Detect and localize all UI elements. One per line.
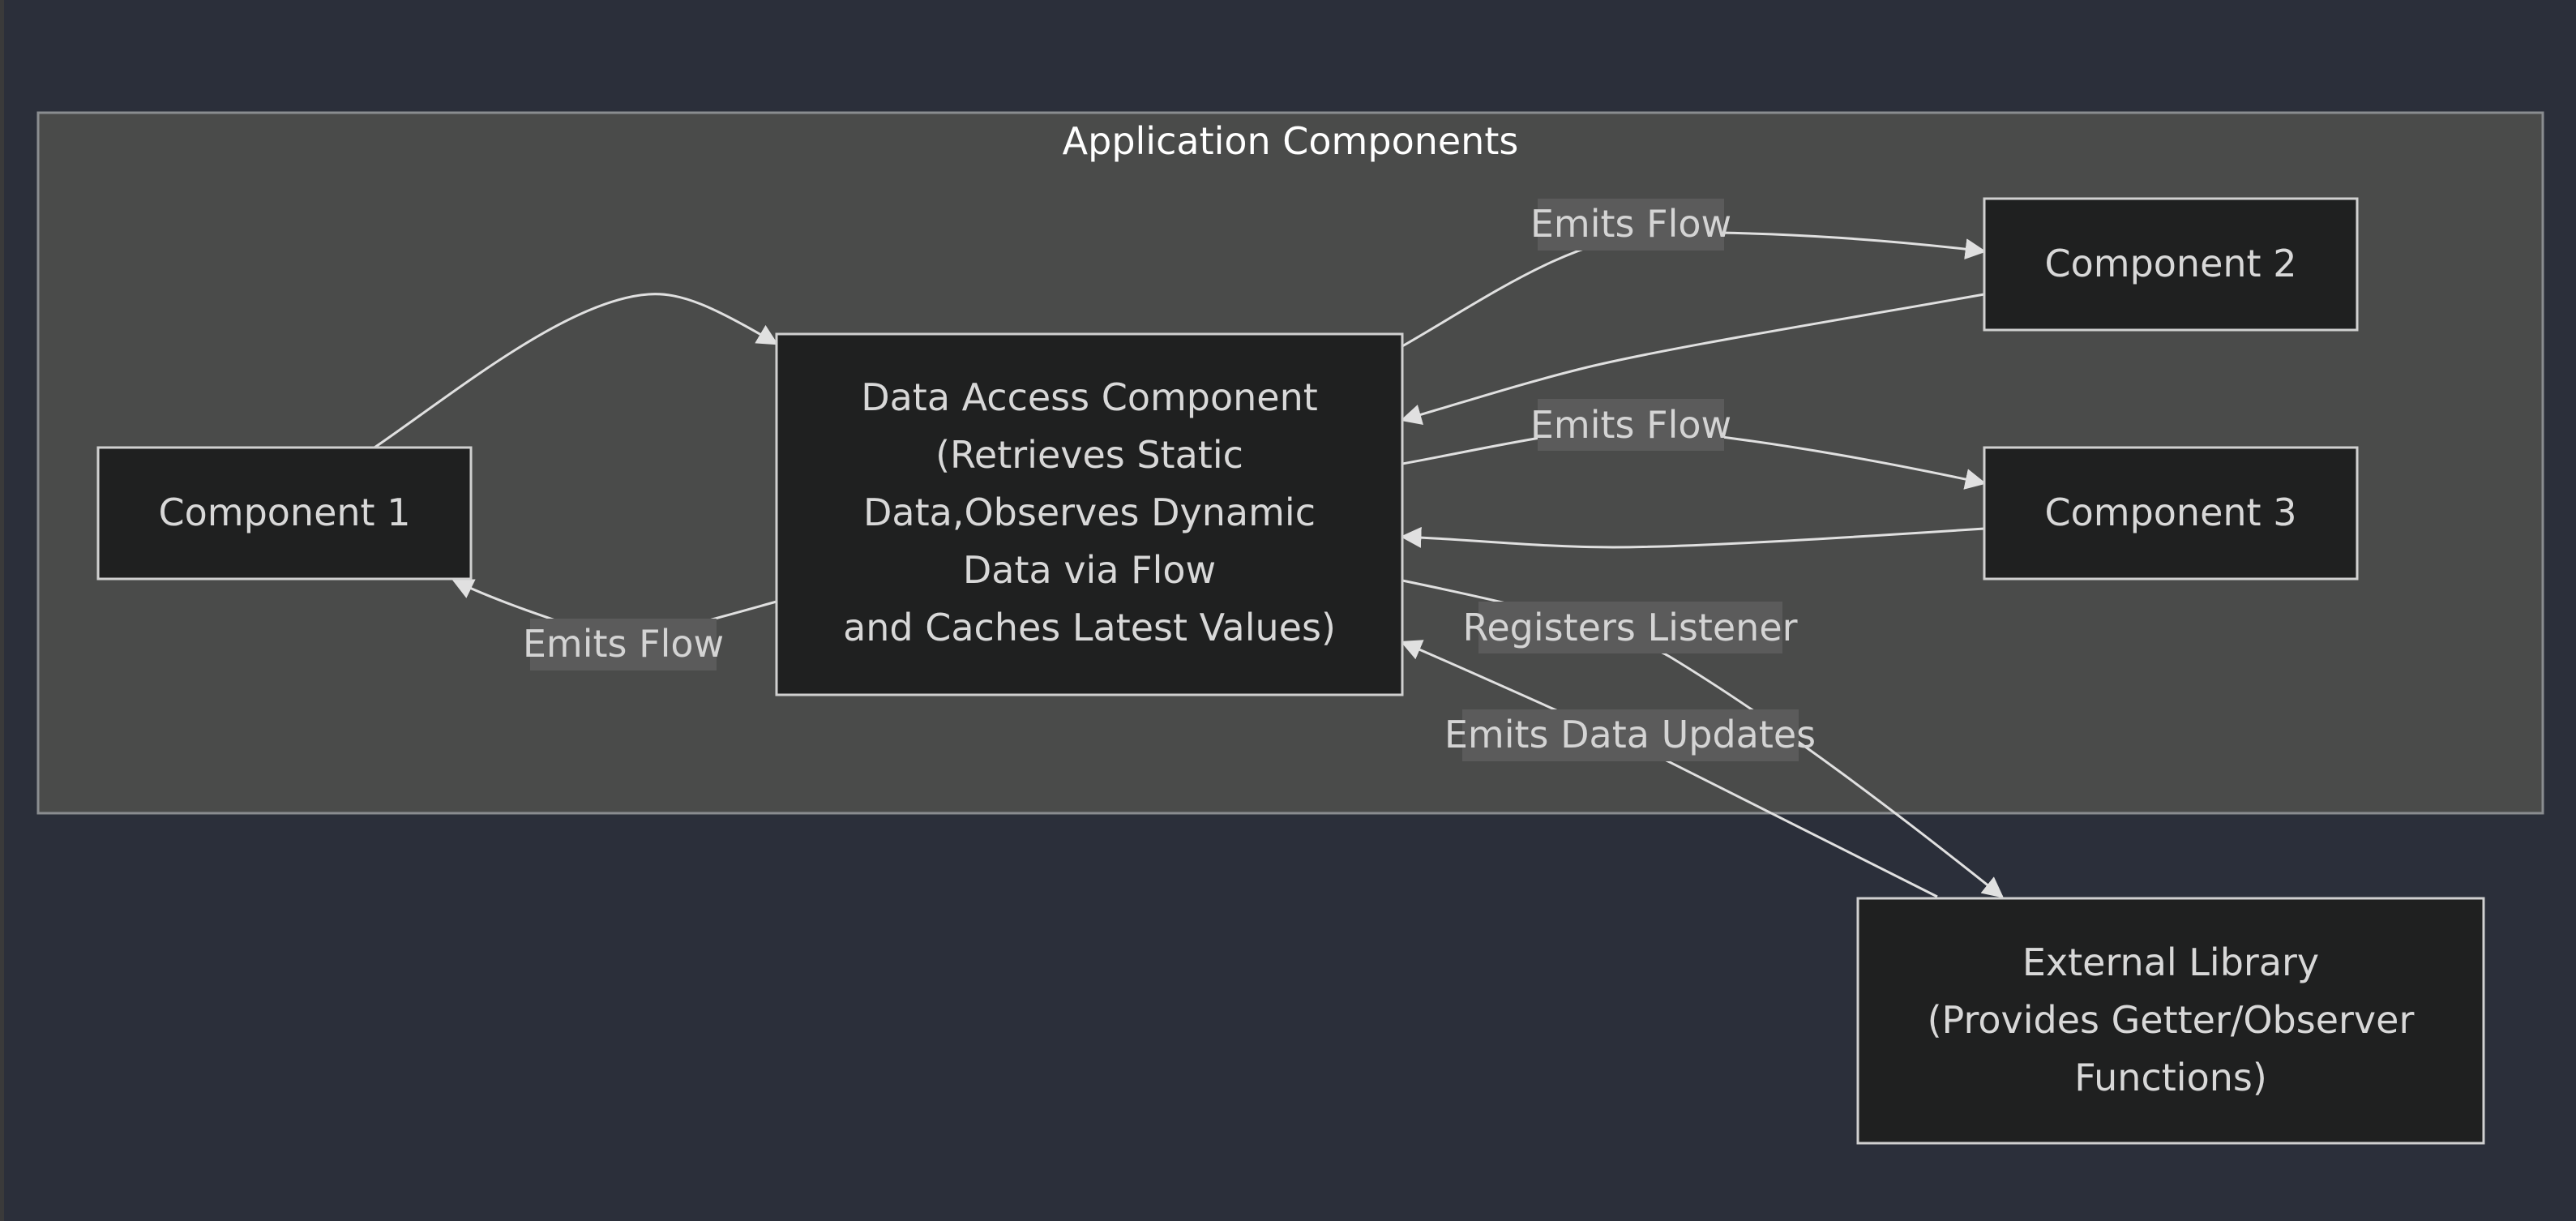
node-component-3[interactable]: Component 3 [1983, 446, 2359, 581]
subgraph-title: Application Components [1063, 119, 1519, 163]
node-label-line-1: External Library [2022, 940, 2319, 984]
node-label-line-2: (Provides Getter/Observer [1928, 998, 2415, 1042]
edge-component3-to-data-access [1400, 526, 1985, 549]
edge-label-dac-to-c3: Emits Flow [1530, 399, 1731, 451]
node-label: Component 3 [2045, 491, 2297, 534]
svg-text:Emits Flow: Emits Flow [1530, 202, 1731, 246]
node-label-line-4: Data via Flow [963, 548, 1216, 592]
node-component-1[interactable]: Component 1 [96, 446, 473, 581]
edge-component1-to-data-access [374, 293, 779, 449]
edge-label-dac-to-c1: Emits Flow [523, 619, 724, 670]
svg-text:Emits Data Updates: Emits Data Updates [1444, 713, 1816, 756]
node-component-2[interactable]: Component 2 [1983, 197, 2359, 332]
svg-text:Emits Flow: Emits Flow [1530, 403, 1731, 447]
node-label: Component 1 [159, 491, 411, 534]
node-label-line-3: Functions) [2074, 1056, 2267, 1099]
node-label-line-2: (Retrieves Static [935, 433, 1243, 477]
node-external-library[interactable]: External Library (Provides Getter/Observ… [1856, 897, 2485, 1145]
edge-component2-to-data-access [1400, 293, 1985, 426]
window-left-edge [0, 0, 4, 1221]
node-label-line-3: Data,Observes Dynamic [863, 491, 1316, 534]
node-label-line-1: Data Access Component [861, 375, 1318, 419]
node-label: Component 2 [2045, 242, 2297, 285]
edge-label-dac-to-c2: Emits Flow [1530, 199, 1731, 251]
svg-text:Emits Flow: Emits Flow [523, 622, 724, 666]
node-label-line-5: and Caches Latest Values) [843, 606, 1336, 649]
node-data-access-component[interactable]: Data Access Component (Retrieves Static … [775, 332, 1404, 696]
edge-label-lib-to-dac: Emits Data Updates [1444, 709, 1816, 761]
edge-label-dac-to-lib: Registers Listener [1462, 602, 1798, 653]
svg-text:Registers Listener: Registers Listener [1462, 606, 1797, 649]
